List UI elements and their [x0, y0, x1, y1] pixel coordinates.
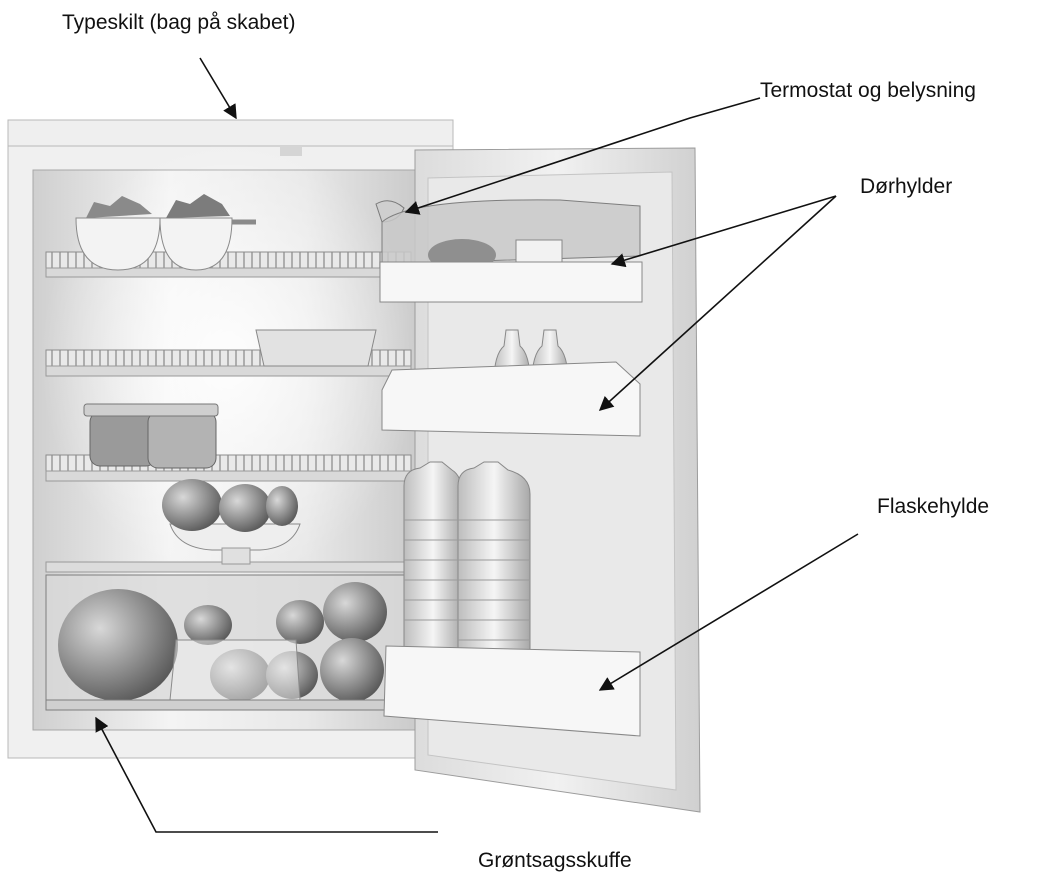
leader-dorhylder-1: [610, 195, 837, 268]
shelf-edge: [45, 470, 412, 482]
bowl: [159, 217, 233, 271]
water-bottle: [457, 461, 531, 677]
pie-dish: [255, 329, 377, 367]
leader-dorhylder-2: [598, 195, 837, 411]
bowl: [75, 217, 161, 271]
leader-termostat: [404, 97, 761, 215]
jar: [147, 411, 217, 469]
drawer-handle: [169, 639, 301, 701]
water-bottle: [403, 461, 463, 665]
fruit: [323, 582, 387, 642]
pear: [219, 484, 271, 532]
label-flaskehylde: Flaskehylde: [877, 495, 990, 518]
leader-typeskilt: [199, 57, 237, 120]
label-grontsagsskuffe: Grøntsagsskuffe: [478, 849, 632, 872]
food-items: [75, 194, 377, 565]
fruit-bowl: [169, 523, 301, 551]
pear: [162, 479, 222, 531]
fruit-bowl-base: [221, 547, 251, 565]
bottle-ridges: [404, 519, 530, 641]
jar-lids: [83, 403, 219, 417]
butter-tub: [515, 239, 563, 265]
door-shelf-1: [379, 261, 643, 303]
apple: [184, 605, 232, 645]
fruit: [320, 638, 384, 702]
fruit-pieces: [86, 196, 152, 218]
label-typeskilt: Typeskilt (bag på skabet): [62, 11, 296, 34]
bottle-shelf: [383, 645, 641, 737]
jar: [89, 411, 157, 467]
fruit-pieces: [166, 194, 230, 218]
label-dorhylder: Dørhylder: [860, 175, 953, 198]
leader-flaskehylde: [598, 533, 859, 691]
shelf-edge: [45, 267, 412, 278]
door-shelves: [379, 199, 643, 737]
drawer-front-edge: [45, 699, 412, 711]
dairy-compartment-lid: [381, 199, 641, 265]
leader-lines: [95, 57, 859, 833]
shelf-edge: [45, 365, 412, 377]
door-shelf-2: [381, 361, 641, 437]
melon: [58, 589, 178, 701]
leader-grontsagsskuffe: [95, 716, 438, 833]
label-termostat: Termostat og belysning: [760, 79, 976, 102]
crisper-drawer: [45, 574, 412, 711]
hinge: [280, 146, 302, 156]
apple: [276, 600, 324, 644]
pear: [266, 486, 298, 526]
